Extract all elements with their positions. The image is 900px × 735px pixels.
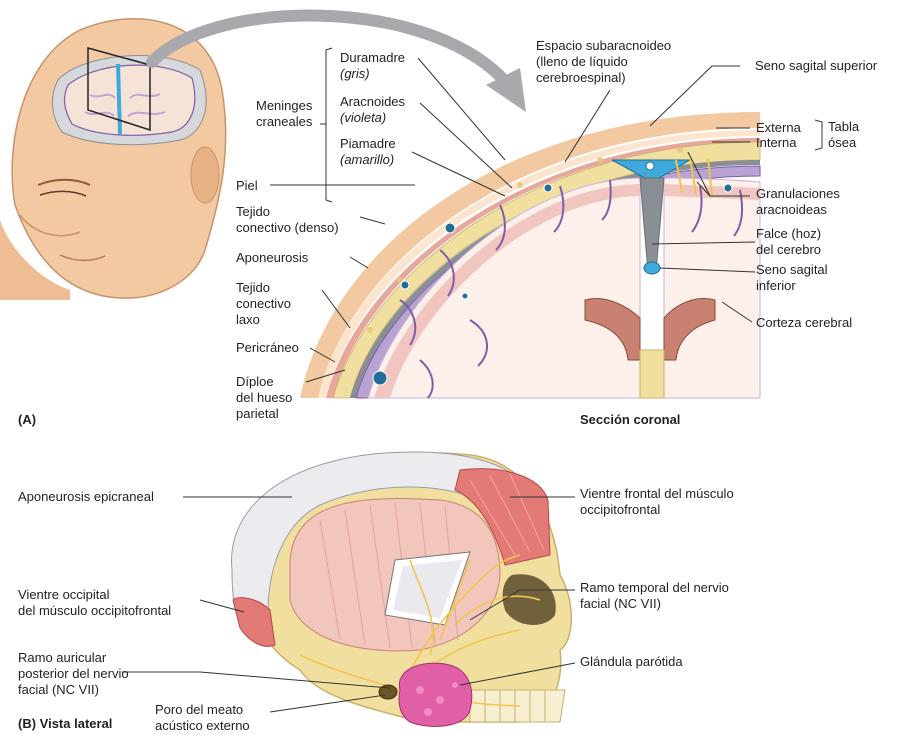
vientre-occipital-line-2: del músculo occipitofrontal <box>18 603 172 618</box>
vientre-frontal-label: Vientre frontal del músculo occipitofron… <box>580 486 734 518</box>
ramo-temporal-line-2: facial (NC VII) <box>580 596 661 611</box>
lateral-view <box>231 451 572 727</box>
duramadre-label: Duramadre (gris) <box>340 50 405 82</box>
vientre-frontal-line-1: Vientre frontal del músculo <box>580 486 734 501</box>
seno-sagital-superior-label: Seno sagital superior <box>755 58 878 73</box>
aponeurosis-label: Aponeurosis <box>236 250 309 265</box>
tejido-laxo-line-3: laxo <box>236 312 260 327</box>
meninges-line-1: Meninges <box>256 98 313 113</box>
head-thumbnail <box>0 18 227 300</box>
pericraneo-label: Pericráneo <box>236 340 299 355</box>
espacio-line-2: (lleno de líquido <box>536 54 628 69</box>
ramo-auricular-line-3: facial (NC VII) <box>18 682 99 697</box>
tabla-line-1: Tabla <box>828 119 860 134</box>
panel-a-leaders <box>270 47 823 383</box>
tejido-laxo-label: Tejido conectivo laxo <box>236 280 291 328</box>
ramo-temporal-label: Ramo temporal del nervio facial (NC VII) <box>580 580 729 612</box>
tejido-denso-label: Tejido conectivo (denso) <box>236 204 339 236</box>
panel-b-tag: (B) Vista lateral <box>18 716 113 731</box>
panel-b-leaders <box>122 496 576 713</box>
coronal-section <box>300 112 761 399</box>
panel-a-title: Sección coronal <box>580 412 681 427</box>
tabla-line-2: ósea <box>828 135 857 150</box>
seno-inferior-line-2: inferior <box>756 278 796 293</box>
meninges-group-label: Meninges craneales <box>256 98 312 130</box>
granulaciones-line-1: Granulaciones <box>756 186 840 201</box>
ramo-auricular-line-2: posterior del nervio <box>18 666 129 681</box>
diploe-line-3: parietal <box>236 406 279 421</box>
tejido-laxo-line-1: Tejido <box>236 280 270 295</box>
ramo-auricular-line-1: Ramo auricular <box>18 650 107 665</box>
corteza-cerebral-label: Corteza cerebral <box>756 315 853 330</box>
poro-line-1: Poro del meato <box>155 702 244 717</box>
poro-meato-label: Poro del meato acústico externo <box>155 702 250 734</box>
poro-line-2: acústico externo <box>155 718 250 733</box>
aracnoides-note: (violeta) <box>340 110 387 125</box>
tejido-laxo-line-2: conectivo <box>236 296 291 311</box>
espacio-subaracnoideo-label: Espacio subaracnoideo (lleno de líquido … <box>536 38 671 86</box>
seno-inferior-line-1: Seno sagital <box>756 262 828 277</box>
aponeurosis-epicraneal-label: Aponeurosis epicraneal <box>18 489 154 504</box>
tabla-externa-label: Externa <box>756 120 801 135</box>
granulaciones-line-2: aracnoideas <box>756 202 827 217</box>
vientre-occipital-line-1: Vientre occipital <box>18 587 110 602</box>
tejido-denso-line-1: Tejido <box>236 204 270 219</box>
piamadre-note: (amarillo) <box>340 152 395 167</box>
piel-label: Piel <box>236 178 258 193</box>
diploe-label: Díploe del hueso parietal <box>236 374 292 422</box>
duramadre-text: Duramadre <box>340 50 406 65</box>
falce-label: Falce (hoz) del cerebro <box>756 226 821 258</box>
vientre-occipital-label: Vientre occipital del músculo occipitofr… <box>18 587 171 619</box>
panel-a-tag: (A) <box>18 412 37 427</box>
falce-line-2: del cerebro <box>756 242 822 257</box>
meninges-line-2: craneales <box>256 114 313 129</box>
tabla-interna-label: Interna <box>756 135 797 150</box>
falce-line-1: Falce (hoz) <box>756 226 822 241</box>
piamadre-label: Piamadre (amarillo) <box>340 136 396 168</box>
espacio-line-3: cerebroespinal) <box>536 70 626 85</box>
duramadre-note: (gris) <box>340 66 370 81</box>
diploe-line-1: Díploe <box>236 374 274 389</box>
espacio-line-1: Espacio subaracnoideo <box>536 38 672 53</box>
seno-sagital-inferior-label: Seno sagital inferior <box>756 262 828 294</box>
ramo-auricular-label: Ramo auricular posterior del nervio faci… <box>18 650 129 698</box>
diploe-line-2: del hueso <box>236 390 293 405</box>
aracnoides-text: Aracnoides <box>340 94 406 109</box>
vientre-frontal-line-2: occipitofrontal <box>580 502 661 517</box>
aracnoides-label: Aracnoides (violeta) <box>340 94 405 126</box>
ramo-temporal-line-1: Ramo temporal del nervio <box>580 580 729 595</box>
piamadre-text: Piamadre <box>340 136 396 151</box>
tabla-osea-label: Tabla ósea <box>828 119 859 151</box>
glandula-parotida-label: Glándula parótida <box>580 654 683 669</box>
granulaciones-label: Granulaciones aracnoideas <box>756 186 840 218</box>
tejido-denso-line-2: conectivo (denso) <box>236 220 339 235</box>
arrow-head-icon <box>486 68 526 112</box>
